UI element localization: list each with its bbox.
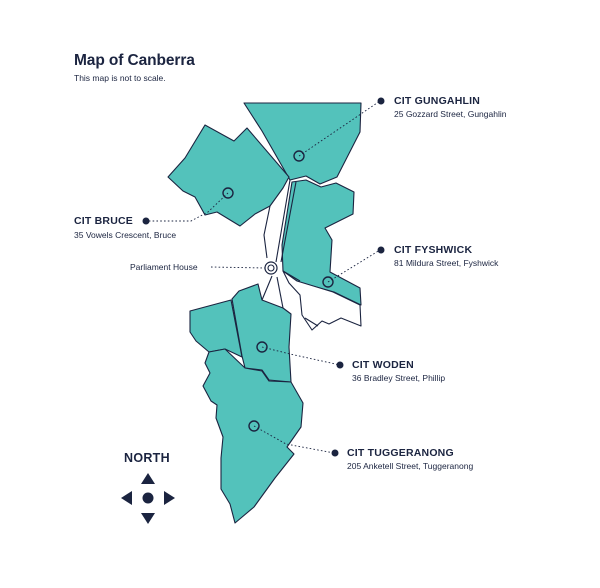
label-dot-icon xyxy=(331,449,339,457)
campus-address-fyshwick: 81 Mildura Street, Fyshwick xyxy=(394,258,499,268)
map-title: Map of Canberra xyxy=(74,52,195,69)
region-gungahlin xyxy=(243,102,362,185)
campus-address-gungahlin: 25 Gozzard Street, Gungahlin xyxy=(394,109,507,119)
label-dot-icon xyxy=(336,361,344,369)
campus-name-gungahlin: CIT GUNGAHLIN xyxy=(394,95,481,107)
roads-south-east xyxy=(282,270,362,331)
campus-marker-icon xyxy=(293,150,305,162)
region-tuggeranong xyxy=(202,348,304,524)
campus-name-bruce: CIT BRUCE xyxy=(74,215,133,227)
road-lines xyxy=(261,179,319,327)
leader-bruce xyxy=(146,192,229,222)
campus-marker-icon xyxy=(248,420,260,432)
campus-address-woden: 36 Bradley Street, Phillip xyxy=(352,373,446,383)
compass-north-label: NORTH xyxy=(124,451,170,465)
label-dot-icon xyxy=(142,217,150,225)
campus-marker-icon xyxy=(322,276,334,288)
campus-marker-icon xyxy=(222,187,234,199)
region-belconnen xyxy=(167,124,290,227)
label-dot-icon xyxy=(377,246,385,254)
leader-parliament xyxy=(210,266,266,269)
campus-name-fyshwick: CIT FYSHWICK xyxy=(394,244,473,256)
campus-address-bruce: 35 Vowels Crescent, Bruce xyxy=(74,230,177,240)
leader-fyshwick xyxy=(327,249,381,283)
campus-name-tuggeranong: CIT TUGGERANONG xyxy=(347,447,454,459)
map-subtitle: This map is not to scale. xyxy=(74,73,166,83)
campus-marker-icon xyxy=(256,341,268,353)
label-dot-icon xyxy=(377,97,385,105)
campus-address-tuggeranong: 205 Anketell Street, Tuggeranong xyxy=(347,461,474,471)
landmark-marker-icon xyxy=(264,261,278,275)
campus-name-woden: CIT WODEN xyxy=(352,359,414,371)
leader-gungahlin xyxy=(298,100,381,157)
leader-tuggeranong xyxy=(253,425,335,454)
landmark-label-parliament-house: Parliament House xyxy=(130,262,198,272)
compass-icon xyxy=(121,473,175,524)
